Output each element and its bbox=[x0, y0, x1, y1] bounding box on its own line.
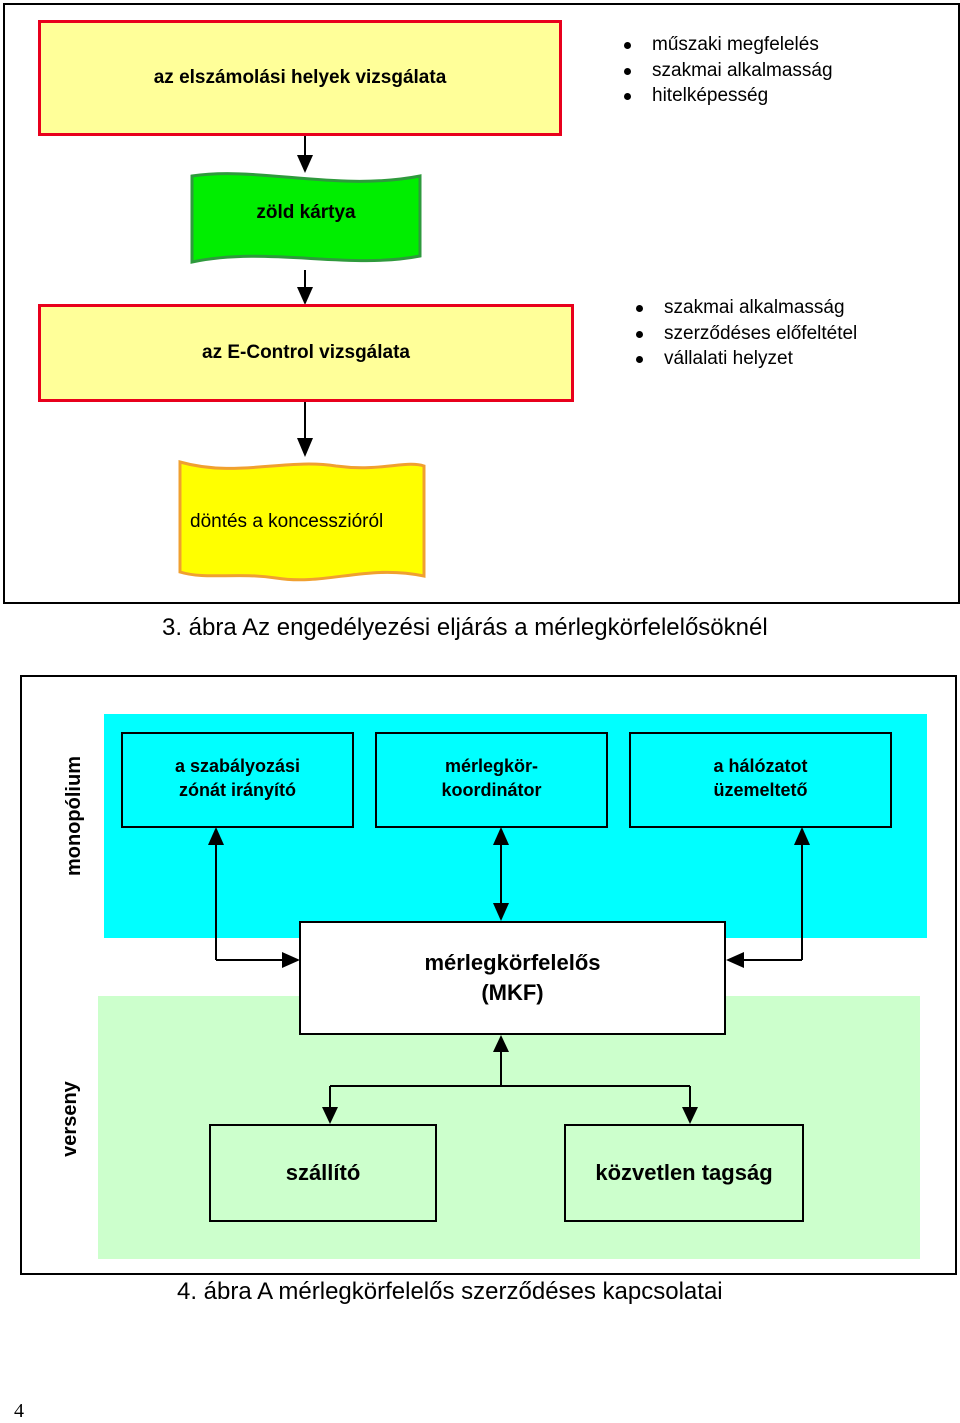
box-balance-coordinator: mérlegkör-koordinátor bbox=[375, 732, 608, 828]
figure-3-frame bbox=[3, 3, 960, 604]
decision-shape: döntés a koncesszióról bbox=[178, 460, 426, 582]
box-direct-membership: közvetlen tagság bbox=[564, 1124, 804, 1222]
box-direct-membership-label: közvetlen tagság bbox=[595, 1160, 773, 1185]
box-zone-controller-line2: zónát irányító bbox=[178, 780, 296, 800]
box-network-operator-line1: a hálózatot bbox=[713, 756, 808, 776]
green-card-shape: zöld kártya bbox=[190, 172, 422, 264]
box-settlement-points-label: az elszámolási helyek vizsgálata bbox=[153, 67, 447, 88]
page-number: 4 bbox=[14, 1400, 24, 1422]
box-balance-coordinator-line1: mérlegkör- bbox=[444, 756, 539, 776]
bullet-item: szerződéses előfeltétel bbox=[632, 321, 857, 347]
box-econtrol-examination: az E-Control vizsgálata bbox=[38, 304, 574, 402]
figure-3-caption: 3. ábra Az engedélyezési eljárás a mérle… bbox=[162, 614, 768, 641]
decision-label: döntés a koncesszióról bbox=[190, 511, 383, 532]
bullet-item: szakmai alkalmasság bbox=[620, 58, 833, 84]
competition-zone-band bbox=[98, 996, 920, 1259]
box-supplier-label: szállító bbox=[285, 1160, 361, 1185]
box-settlement-points-examination: az elszámolási helyek vizsgálata bbox=[38, 20, 562, 136]
bullet-item: szakmai alkalmasság bbox=[632, 295, 857, 321]
box2-bullet-list: szakmai alkalmasság szerződéses előfelté… bbox=[632, 295, 857, 372]
bullet-item: vállalati helyzet bbox=[632, 346, 857, 372]
box-econtrol-label: az E-Control vizsgálata bbox=[202, 342, 410, 363]
box-network-operator-line2: üzemeltető bbox=[713, 780, 808, 800]
figure-4-connectors bbox=[208, 827, 810, 1124]
figure-4-frame bbox=[20, 675, 957, 1275]
box-zone-controller: a szabályozási zónát irányító bbox=[121, 732, 354, 828]
figure-4-caption: 4. ábra A mérlegkörfelelős szerződéses k… bbox=[177, 1278, 723, 1305]
box-balance-coordinator-line2: koordinátor bbox=[441, 780, 542, 800]
bullet-item: műszaki megfelelés bbox=[620, 32, 833, 58]
box-balance-responsible-party: mérlegkörfelelős (MKF) bbox=[299, 921, 726, 1035]
green-card-label: zöld kártya bbox=[256, 202, 356, 223]
box-network-operator: a hálózatot üzemeltető bbox=[629, 732, 892, 828]
figure-3-connectors bbox=[297, 136, 313, 457]
box-zone-controller-line1: a szabályozási bbox=[174, 756, 301, 776]
box-supplier: szállító bbox=[209, 1124, 437, 1222]
box1-bullet-list: műszaki megfelelés szakmai alkalmasság h… bbox=[620, 32, 833, 109]
box-brp-line2: (MKF) bbox=[481, 980, 544, 1005]
box-brp-line1: mérlegkörfelelős bbox=[424, 950, 601, 975]
bullet-item: hitelképesség bbox=[620, 83, 833, 109]
